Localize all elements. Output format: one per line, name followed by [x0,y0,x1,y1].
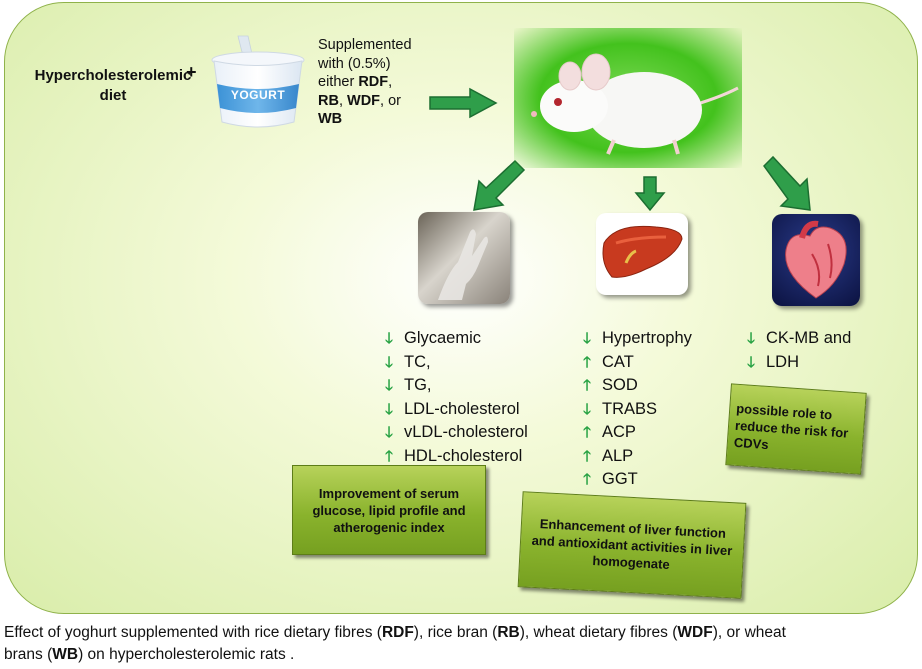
list-item-text: HDL-cholesterol [404,446,523,465]
list-item: 🡓 TC, [380,351,528,375]
list-item-text: CK-MB and [766,329,852,347]
caption-rdf: RDF [381,624,414,641]
list-item: 🡑 HDL-cholesterol [380,445,528,469]
heart-icon [785,220,847,299]
heart-list: 🡓 CK-MB and 🡓 LDH [742,327,851,374]
diet-label: Hypercholesterolemic diet [34,67,192,104]
list-item-text: LDH [766,352,800,371]
arrow-down-icon: 🡓 [747,353,755,371]
supplement-line2: with (0.5%) [318,55,391,72]
arrow-down-icon: 🡓 [385,330,393,347]
rat-image [514,28,742,168]
list-item-text: ALP [602,446,634,465]
list-item: 🡑 ACP [578,421,692,445]
liver-conclusion-box: Enhancement of liver function and antiox… [517,491,747,599]
list-item: 🡓 Hypertrophy [578,327,692,351]
liver-icon [602,225,683,278]
list-item-text: TG, [404,376,432,394]
arrow-up-icon: 🡑 [583,447,591,465]
arrow-to-liver [634,176,666,212]
supplement-wb: WB [318,111,343,127]
caption-text: ), or wheat [712,624,786,641]
arrow-down-icon: 🡓 [385,424,393,441]
list-item: 🡓 TG, [380,374,528,398]
arrow-down-icon: 🡓 [385,400,393,418]
list-item: 🡑 SOD [578,374,692,398]
caption-wdf: WDF [677,624,713,641]
arrow-down-icon: 🡓 [385,353,393,371]
caption-text: ) on hypercholesterolemic rats . [78,646,295,663]
list-item: 🡓 CK-MB and [742,327,851,351]
glycaemic-list: 🡓 Glycaemic 🡓 TC, 🡓 TG, 🡓 LDL-cholesterol 🡓 v… [380,327,528,468]
supplement-line1: Supplemented [318,37,412,53]
caption-rb: RB [497,624,520,641]
liver-image [596,213,688,295]
list-item-text: TC, [404,352,431,371]
caption-text: ), wheat dietary fibres ( [519,624,678,641]
arrow-down-icon: 🡓 [747,330,755,347]
list-item-text: CAT [602,352,634,371]
list-item: 🡑 GGT [578,468,692,492]
supplement-rb: RB [318,92,339,109]
supplement-wdf: WDF [347,92,381,109]
list-item: 🡑 CAT [578,351,692,375]
arrow-down-icon: 🡓 [583,330,591,347]
arrow-up-icon: 🡑 [583,353,591,371]
arrow-down-icon: 🡓 [385,377,393,394]
list-item-text: vLDL-cholesterol [404,423,528,441]
hand-image [418,212,510,304]
list-item-text: Glycaemic [404,329,482,347]
arrow-to-rat [429,87,498,119]
list-item-text: TRABS [602,399,658,418]
arrow-up-icon: 🡑 [583,471,591,488]
heart-image [772,214,860,306]
arrow-up-icon: 🡑 [385,447,393,465]
yogurt-label: YOGURT [230,88,286,102]
supplement-comma: , [338,92,348,109]
arrow-to-glycaemic [473,159,526,211]
arrow-to-heart [763,155,811,211]
hand-icon [438,229,488,300]
yogurt-cup-icon [211,35,305,128]
supplement-line3: either [318,74,359,90]
arrow-up-icon: 🡑 [583,377,591,394]
caption-text: Effect of yoghurt supplemented with rice… [4,624,382,641]
liver-list: 🡓Hypertrophy 🡑CAT 🡑SOD 🡓TRABS 🡑ACP 🡑ALP … [578,327,692,492]
rat-icon [531,53,739,155]
supplement-rdf: RDF [358,74,389,90]
list-item: 🡓 TRABS [578,398,692,422]
list-item-text: ACP [602,423,636,441]
list-item-text: Hypertrophy [602,329,692,347]
caption-text: brans ( [4,646,53,663]
list-item-text: SOD [602,376,638,394]
figure-caption: Effect of yoghurt supplemented with rice… [4,622,916,666]
supplement-comma: , [388,74,393,90]
arrow-up-icon: 🡑 [583,424,591,441]
plus-sign: + [186,62,197,82]
supplement-or: , or [380,92,401,109]
glycaemic-conclusion-box: Improvement of serum glucose, lipid prof… [292,465,486,555]
list-item-text: GGT [602,470,638,488]
list-item: 🡓 vLDL-cholesterol [380,421,528,445]
list-item: 🡑 ALP [578,445,692,469]
caption-text: ), rice bran ( [413,624,498,641]
heart-conclusion-box: possible role to reduce the risk for CDV… [725,383,867,475]
list-item: 🡓 Glycaemic [380,327,528,351]
list-item-text: LDL-cholesterol [404,399,520,418]
arrow-down-icon: 🡓 [583,400,591,418]
list-item: 🡓 LDL-cholesterol [380,398,528,422]
supplement-text: Supplemented with (0.5%) either RDF, RB,… [318,36,438,129]
caption-wb: WB [52,646,79,663]
list-item: 🡓 LDH [742,351,851,375]
